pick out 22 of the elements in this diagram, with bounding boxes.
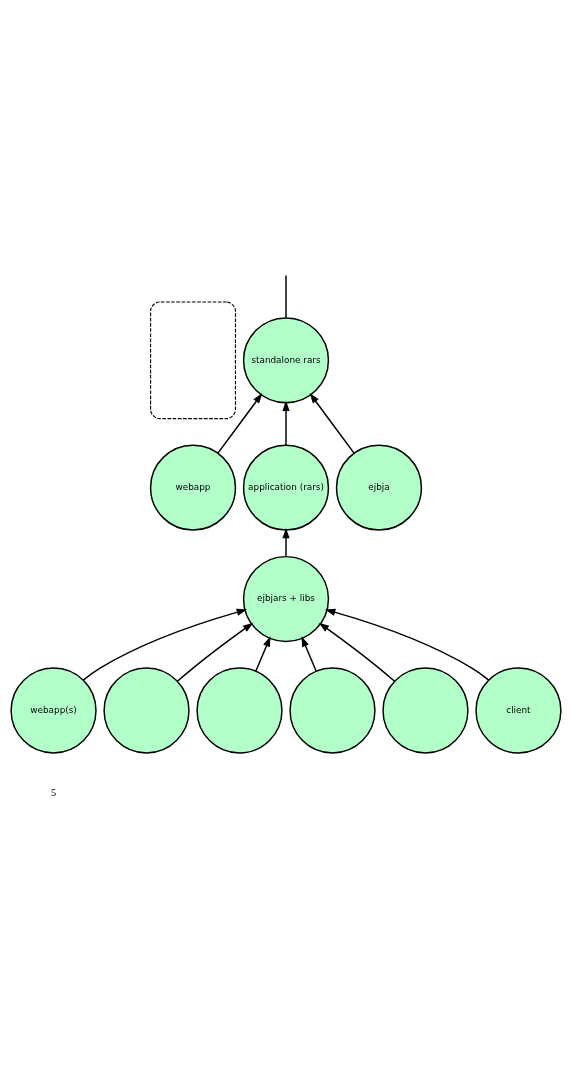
- arrow: [282, 400, 290, 446]
- arrow: [301, 636, 317, 673]
- arrow: [217, 393, 263, 454]
- arrow: [82, 608, 247, 681]
- node-circle: [103, 667, 190, 754]
- arrow: [176, 622, 254, 683]
- node-circle: application (rars): [242, 444, 330, 531]
- node-circle: [382, 667, 469, 754]
- node-circle: webapp(s): [10, 667, 97, 754]
- node-circle: webapp: [149, 444, 237, 531]
- arrow: [255, 636, 271, 673]
- arrow: [318, 622, 396, 683]
- node-box: [150, 301, 236, 420]
- arrow: [325, 608, 490, 681]
- node-circle: ejbja: [335, 444, 423, 531]
- node-circle: [289, 667, 376, 754]
- connector: [285, 274, 287, 319]
- label: 5: [50, 786, 57, 798]
- arrow: [309, 393, 355, 454]
- arrow: [282, 527, 290, 558]
- node-circle: [196, 667, 283, 754]
- node-circle: client: [475, 667, 562, 754]
